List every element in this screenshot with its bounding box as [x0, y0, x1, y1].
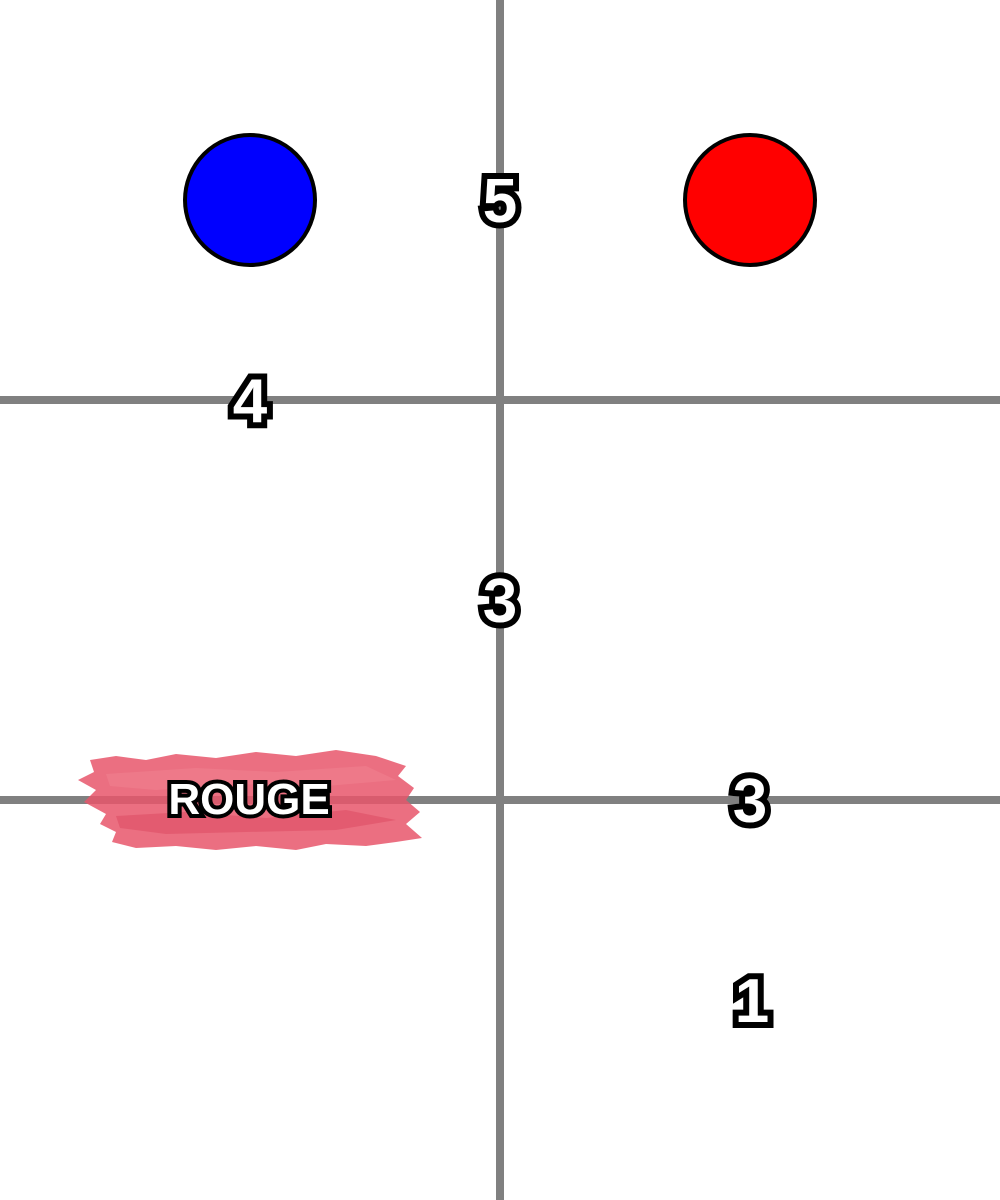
red-token[interactable] — [683, 133, 817, 267]
rouge-label-badge: ROUGE — [76, 746, 426, 854]
number-label-top-center: 5 — [477, 161, 523, 242]
blue-token[interactable] — [183, 133, 317, 267]
horizontal-grid-line-upper — [0, 396, 1000, 404]
rouge-text: ROUGE — [164, 771, 333, 828]
paint-brush-stroke — [78, 750, 422, 850]
number-label-lower-right: 3 — [727, 761, 773, 842]
vertical-grid-line — [496, 0, 504, 1200]
horizontal-grid-line-lower — [0, 796, 1000, 804]
number-label-upper-left: 4 — [227, 361, 273, 442]
number-label-middle-center: 3 — [477, 561, 523, 642]
number-label-bottom-right: 1 — [729, 961, 775, 1042]
